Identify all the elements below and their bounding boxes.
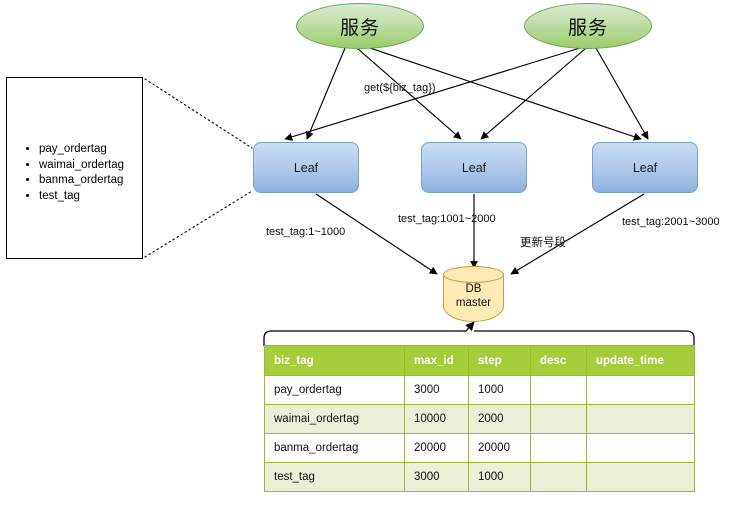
column-header-desc: desc: [530, 345, 587, 376]
table-row: waimai_ordertag 10000 2000: [264, 404, 695, 434]
cell-biz-tag: waimai_ordertag: [264, 404, 405, 434]
db-master-node[interactable]: DB master: [443, 266, 504, 322]
column-header-max-id: max_id: [404, 345, 469, 376]
biz-tag-list: pay_ordertag waimai_ordertag banma_order…: [19, 142, 124, 204]
table-to-db-edge: [263, 321, 695, 346]
list-item: waimai_ordertag: [39, 158, 124, 174]
table-body: pay_ordertag 3000 1000 waimai_ordertag 1…: [264, 375, 695, 492]
cell-step: 20000: [468, 433, 531, 463]
table-row: pay_ordertag 3000 1000: [264, 375, 695, 405]
cell-max-id: 10000: [404, 404, 469, 434]
table-header-row: biz_tag max_id step desc update_time: [264, 345, 695, 376]
list-item: banma_ordertag: [39, 173, 124, 189]
leaf-node-1[interactable]: Leaf: [253, 142, 359, 193]
table-row: banma_ordertag 20000 20000: [264, 433, 695, 463]
cell-desc: [530, 433, 587, 463]
cell-step: 1000: [468, 375, 531, 405]
cell-step: 2000: [468, 404, 531, 434]
list-item: test_tag: [39, 189, 124, 205]
cell-biz-tag: banma_ordertag: [264, 433, 405, 463]
cell-max-id: 3000: [404, 375, 469, 405]
cell-desc: [530, 375, 587, 405]
cell-step: 1000: [468, 462, 531, 492]
cell-biz-tag: pay_ordertag: [264, 375, 405, 405]
edge-label-range-right: test_tag:2001~3000: [622, 216, 720, 228]
leaf-node-3[interactable]: Leaf: [592, 142, 698, 193]
callout-dotted-lines: [144, 78, 253, 258]
cell-desc: [530, 404, 587, 434]
service-node-2[interactable]: 服务: [524, 3, 652, 49]
cell-biz-tag: test_tag: [264, 462, 405, 492]
service-to-leaf-edges: [284, 45, 649, 141]
column-header-biz-tag: biz_tag: [264, 345, 405, 376]
column-header-update-time: update_time: [586, 345, 695, 376]
cell-update-time: [586, 375, 695, 405]
db-cylinder-top: [443, 266, 504, 283]
service-node-1[interactable]: 服务: [296, 3, 424, 49]
leaf-node-label: Leaf: [632, 160, 658, 175]
edge-label-range-left: test_tag:1~1000: [266, 226, 346, 238]
edge-label-range-middle: test_tag:1001~2000: [398, 213, 496, 225]
db-label-line-2: master: [455, 297, 492, 309]
db-label-line-1: DB: [465, 283, 482, 295]
leaf-node-label: Leaf: [461, 160, 487, 175]
cell-update-time: [586, 462, 695, 492]
edge-label-get-call: get(${biz_tag}): [364, 82, 436, 94]
cell-max-id: 3000: [404, 462, 469, 492]
cell-desc: [530, 462, 587, 492]
edge-label-update-segment: 更新号段: [520, 237, 566, 249]
table-row: test_tag 3000 1000: [264, 462, 695, 492]
leaf-node-2[interactable]: Leaf: [421, 142, 527, 193]
segment-table-container: biz_tag max_id step desc update_time pay…: [264, 345, 695, 492]
cell-max-id: 20000: [404, 433, 469, 463]
leaf-to-db-edges: [315, 193, 645, 275]
service-node-label: 服务: [567, 17, 608, 39]
segment-table: biz_tag max_id step desc update_time pay…: [264, 345, 695, 492]
cell-update-time: [586, 433, 695, 463]
db-master-label: DB master: [443, 282, 504, 310]
leaf-node-label: Leaf: [293, 160, 319, 175]
list-item: pay_ordertag: [39, 142, 124, 158]
service-node-label: 服务: [339, 17, 380, 39]
biz-tag-list-box: pay_ordertag waimai_ordertag banma_order…: [6, 77, 143, 259]
cell-update-time: [586, 404, 695, 434]
column-header-step: step: [468, 345, 531, 376]
